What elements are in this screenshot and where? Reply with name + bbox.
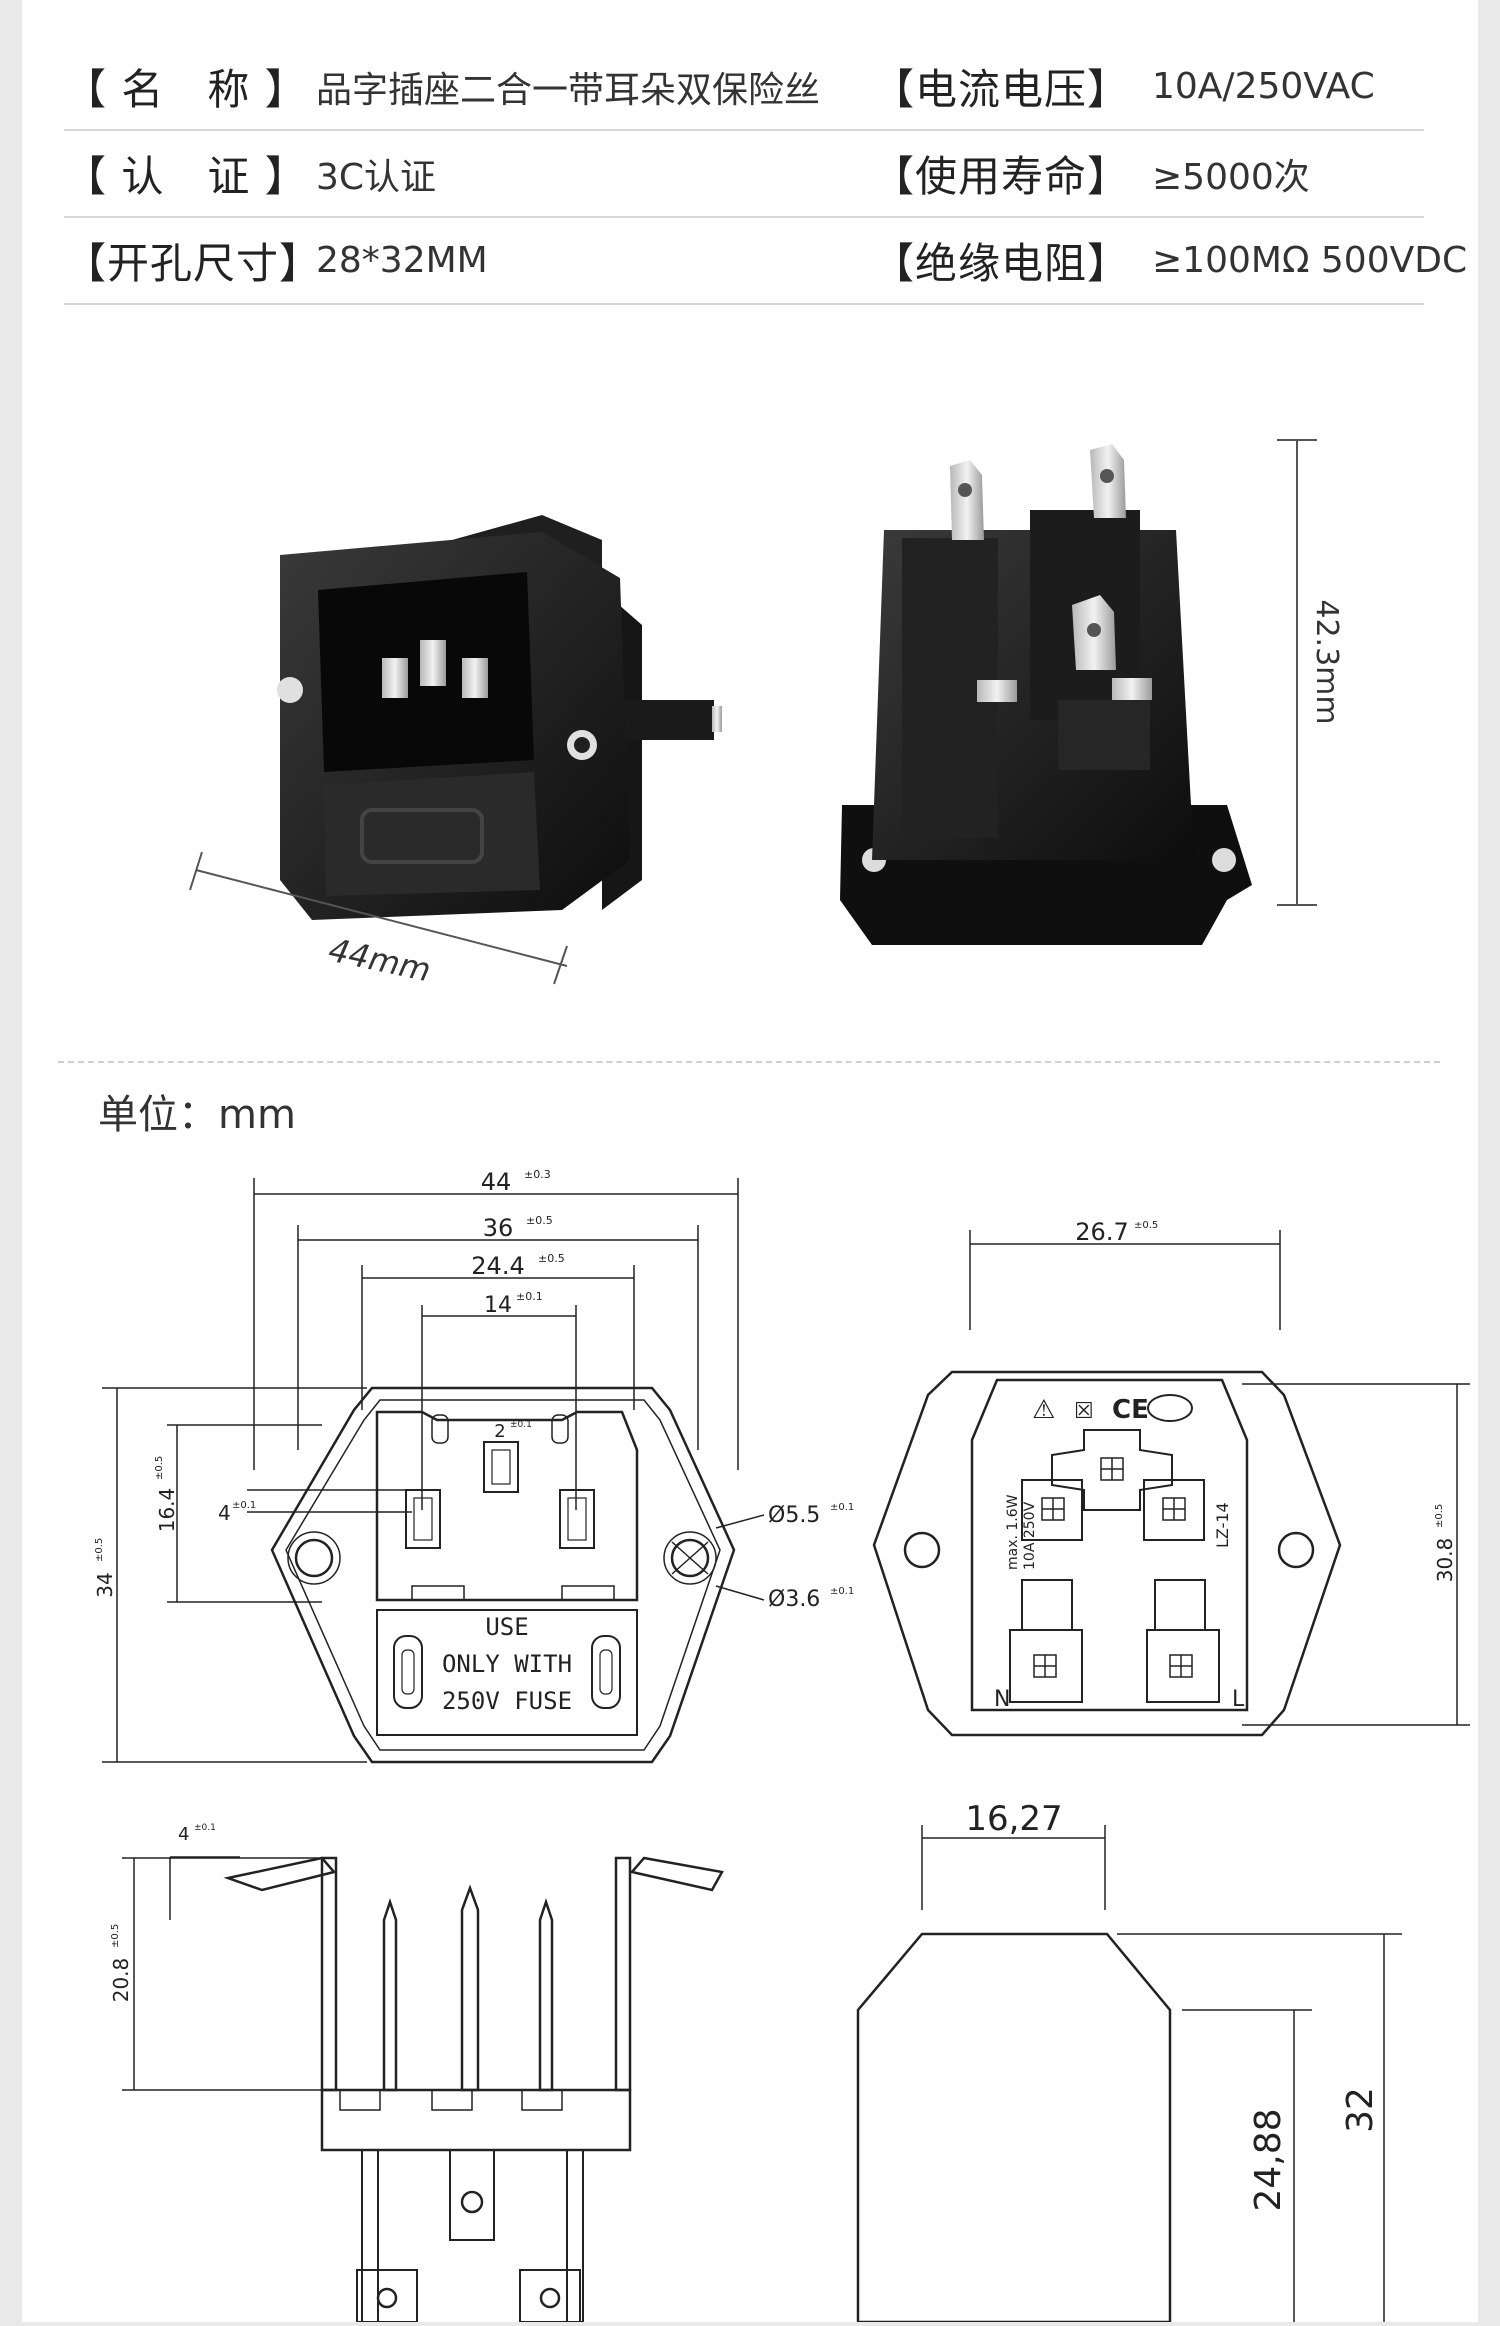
side-view-drawing: 4 ±0.1 20.8 ±0.5 <box>109 1823 724 2323</box>
dim-overall-height-tol: ±0.5 <box>94 1538 105 1562</box>
live-terminal-label: L <box>1232 1687 1245 1712</box>
dim-overall-width: 44 <box>481 1168 512 1196</box>
front-view-drawing: 44 ±0.3 36 ±0.5 24.4 ±0.5 14 ±0.1 34 ±0.… <box>93 1168 854 1764</box>
safety-mark-icon: ⚠ <box>1032 1395 1055 1425</box>
fuse-warning-line-3: 250V FUSE <box>442 1687 572 1715</box>
dim-overall-height: 34 <box>93 1572 117 1597</box>
dim-top-pin: 2 <box>494 1421 505 1442</box>
ce-mark-icon: CE <box>1112 1395 1149 1425</box>
dim-depth-tol: ±0.5 <box>110 1924 121 1948</box>
neutral-terminal-label: N <box>994 1687 1010 1712</box>
spec-table: 【 名 称 】 品字插座二合一带耳朵双保险丝 【电流电压】 10A/250VAC… <box>64 44 1467 305</box>
dim-body-width-tol: ±0.5 <box>538 1252 565 1265</box>
socket-front-photo: 44mm <box>189 515 722 990</box>
rating-label-2: 10A 250V <box>1022 1501 1038 1570</box>
panel-cutout-drawing: 16,27 24,88 32 <box>856 1799 1402 2324</box>
dim-rear-height: 30.8 <box>1433 1538 1457 1583</box>
spec-value-insulation: ≥100MΩ 500VDC <box>1152 240 1468 281</box>
rating-label-1: max. 1.6W <box>1005 1494 1021 1570</box>
dim-hole-outer: Ø5.5 <box>768 1503 820 1528</box>
dim-hole-spacing: 36 <box>483 1214 514 1242</box>
dim-hole-inner: Ø3.6 <box>768 1587 820 1612</box>
unit-label: 单位：mm <box>98 1092 296 1138</box>
dim-overall-width-tol: ±0.3 <box>524 1168 551 1181</box>
width-dimension-label: 44mm <box>325 931 434 990</box>
spec-key-name: 【 名 称 】 <box>64 65 308 114</box>
spec-key-lifespan: 【使用寿命】 <box>872 152 1131 201</box>
section-divider <box>58 1061 1440 1063</box>
dim-pin-height: 16.4 <box>155 1488 179 1533</box>
dim-flange: 4 <box>178 1824 189 1845</box>
fuse-warning-line-2: ONLY WITH <box>442 1650 572 1678</box>
dim-pin-width-tol: ±0.1 <box>232 1500 256 1511</box>
dim-rear-width-tol: ±0.5 <box>1134 1220 1158 1231</box>
dim-cutout-total-height: 32 <box>1340 2087 1381 2133</box>
spec-value-cutout: 28*32MM <box>316 240 488 281</box>
spec-value-name: 品字插座二合一带耳朵双保险丝 <box>316 69 821 111</box>
fuse-warning-line-1: USE <box>485 1613 528 1641</box>
dim-cutout-top-width: 16,27 <box>965 1799 1062 1839</box>
dim-rear-height-tol: ±0.5 <box>1434 1504 1445 1528</box>
spec-value-lifespan: ≥5000次 <box>1152 156 1310 198</box>
model-label: LZ-14 <box>1213 1502 1232 1548</box>
socket-rear-photo: 42.3mm <box>840 439 1344 945</box>
dim-hole-outer-tol: ±0.1 <box>830 1502 854 1513</box>
product-photos: 44mm 42. <box>22 340 1478 1040</box>
spec-row: 【开孔尺寸】 28*32MM 【绝缘电阻】 ≥100MΩ 500VDC <box>64 218 1467 305</box>
spec-key-voltage: 【电流电压】 <box>872 65 1131 114</box>
dim-rear-width: 26.7 <box>1075 1218 1128 1246</box>
dim-pin-width: 4 <box>218 1501 231 1525</box>
dim-hole-spacing-tol: ±0.5 <box>526 1214 553 1227</box>
spec-key-certification: 【 认 证 】 <box>64 152 308 201</box>
product-detail-page: 【 名 称 】 品字插座二合一带耳朵双保险丝 【电流电压】 10A/250VAC… <box>22 0 1478 2324</box>
dim-flange-tol: ±0.1 <box>194 1823 216 1833</box>
spec-value-certification: 3C认证 <box>316 156 437 198</box>
rear-view-drawing: 26.7 ±0.5 30.8 ±0.5 ⚠ ☒ CE <box>872 1218 1470 1737</box>
dim-depth: 20.8 <box>109 1958 133 2003</box>
dim-pin-spacing: 14 <box>484 1293 512 1318</box>
cert-mark-icon: ☒ <box>1074 1399 1094 1424</box>
spec-row: 【 名 称 】 品字插座二合一带耳朵双保险丝 【电流电压】 10A/250VAC <box>64 44 1424 131</box>
dim-cutout-side-height: 24,88 <box>1248 2108 1289 2211</box>
dim-pin-spacing-tol: ±0.1 <box>516 1290 543 1303</box>
spec-row: 【 认 证 】 3C认证 【使用寿命】 ≥5000次 <box>64 131 1424 218</box>
dim-hole-inner-tol: ±0.1 <box>830 1586 854 1597</box>
dim-pin-height-tol: ±0.5 <box>154 1456 165 1480</box>
technical-drawings: 44 ±0.3 36 ±0.5 24.4 ±0.5 14 ±0.1 34 ±0.… <box>22 1150 1478 2326</box>
spec-key-insulation: 【绝缘电阻】 <box>872 239 1131 288</box>
dim-top-pin-tol: ±0.1 <box>510 1420 532 1430</box>
height-dimension-label: 42.3mm <box>1309 599 1344 724</box>
spec-key-cutout: 【开孔尺寸】 <box>64 239 323 288</box>
dim-body-width: 24.4 <box>471 1252 524 1280</box>
spec-value-voltage: 10A/250VAC <box>1152 66 1375 107</box>
